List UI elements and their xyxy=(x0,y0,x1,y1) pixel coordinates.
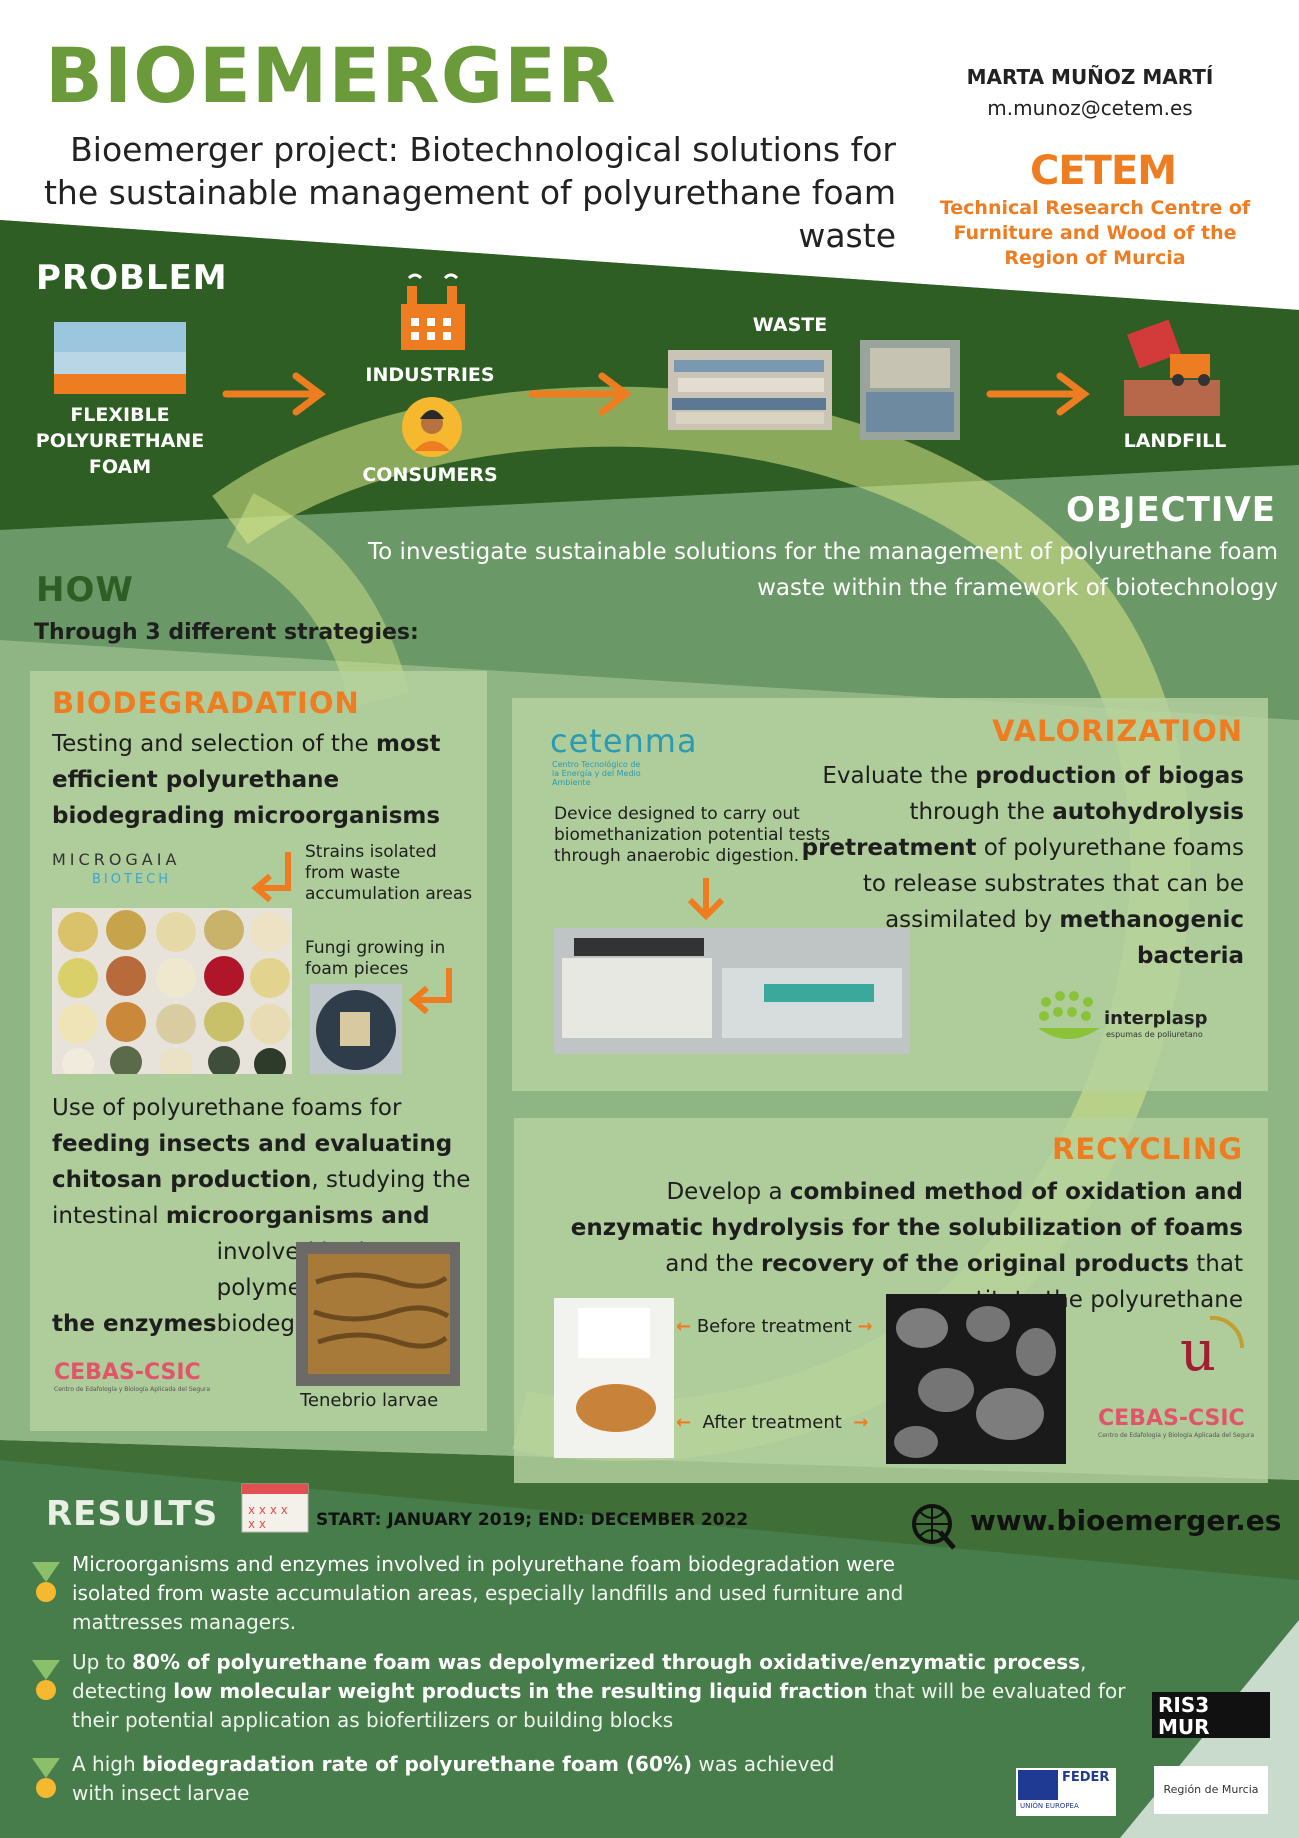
factory-icon xyxy=(401,273,465,350)
valorization-heading: VALORIZATION xyxy=(992,714,1243,748)
results-heading: RESULTS xyxy=(46,1494,219,1534)
svg-text:x x: x x xyxy=(248,1517,266,1531)
tenebrio-larvae-photo xyxy=(296,1242,460,1386)
fungi-caption: Fungi growing in foam pieces xyxy=(305,938,446,979)
cebas-csic-sub-2: Centro de Edafología y Biología Aplicada… xyxy=(1098,1432,1255,1439)
medal-icon xyxy=(32,1562,60,1602)
arrow-down-icon xyxy=(687,878,725,921)
university-logo-icon: u xyxy=(1180,1315,1245,1382)
after-treatment-label: ← After treatment → xyxy=(676,1412,869,1433)
tenebrio-caption: Tenebrio larvae xyxy=(300,1390,439,1411)
valorization-text: Evaluate the production of biogas throug… xyxy=(801,763,1244,969)
biodegradation-text-1: Testing and selection of the most effici… xyxy=(52,731,441,829)
biodegradation-heading: BIODEGRADATION xyxy=(52,686,360,720)
cetem-logo: CETEM xyxy=(1030,148,1177,194)
petri-dishes-photo xyxy=(52,908,292,1074)
cetenma-logo: cetenma xyxy=(550,722,698,760)
waste-photo-2 xyxy=(860,340,960,440)
medal-icon xyxy=(32,1758,60,1798)
device-caption: Device designed to carry out biomethaniz… xyxy=(554,804,831,866)
strains-caption: Strains isolated from waste accumulation… xyxy=(305,842,473,904)
before-treatment-label: ← Before treatment → xyxy=(676,1316,873,1337)
landfill-label: LANDFILL xyxy=(1123,430,1227,452)
waste-label: WASTE xyxy=(752,314,828,336)
microgaia-logo: MICROGAIA xyxy=(52,850,181,869)
arrow-down-left-icon xyxy=(251,852,291,902)
how-subheading: Through 3 different strategies: xyxy=(34,620,419,645)
bioemerger-logo: BIOEMERGER xyxy=(45,31,617,120)
svg-text:u: u xyxy=(1180,1319,1216,1382)
cebas-csic-logo-2: CEBAS-CSIC xyxy=(1098,1406,1245,1431)
interplasp-sub: espumas de poliuretano xyxy=(1106,1030,1203,1039)
result-2: Up to 80% of polyurethane foam was depol… xyxy=(72,1650,1126,1732)
arrow-icon xyxy=(528,372,632,416)
problem-heading: PROBLEM xyxy=(36,258,228,298)
interplasp-logo: interplasp xyxy=(1104,1008,1208,1029)
biomethanization-device-photo xyxy=(554,928,910,1054)
author-block: MARTA MUÑOZ MARTÍ m.munoz@cetem.es xyxy=(960,62,1220,124)
website-link[interactable]: www.bioemerger.es xyxy=(970,1504,1282,1537)
result-3: A high biodegradation rate of polyuretha… xyxy=(72,1752,835,1805)
globe-icon xyxy=(912,1504,956,1550)
objective-text: To investigate sustainable solutions for… xyxy=(368,539,1278,601)
feder-logo: FEDER UNIÓN EUROPEA xyxy=(1016,1768,1116,1816)
foam-microscopy-photo xyxy=(886,1294,1066,1464)
poster-title: Bioemerger project: Biotechnological sol… xyxy=(43,130,896,255)
calendar-icon: x x x x x x xyxy=(241,1483,309,1533)
author-name: MARTA MUÑOZ MARTÍ xyxy=(966,65,1214,89)
ris3-mur-logo: RIS3 MUR xyxy=(1152,1692,1270,1738)
consumer-icon xyxy=(402,397,462,457)
recycling-text: Develop a combined method of oxidation a… xyxy=(570,1179,1243,1313)
how-heading: HOW xyxy=(36,570,134,610)
foam-label: FLEXIBLE POLYURETHANE FOAM xyxy=(35,404,205,478)
fungi-photo xyxy=(310,984,402,1074)
author-email[interactable]: m.munoz@cetem.es xyxy=(987,96,1193,120)
svg-text:x x x x: x x x x xyxy=(248,1503,288,1517)
foam-sample-photo xyxy=(554,1298,674,1458)
cebas-csic-logo: CEBAS-CSIC xyxy=(54,1360,201,1385)
cetenma-sub: Centro Tecnológico de la Energía y del M… xyxy=(552,760,641,787)
project-dates: START: JANUARY 2019; END: DECEMBER 2022 xyxy=(316,1510,749,1530)
medal-icon xyxy=(32,1660,60,1700)
cebas-csic-sub: Centro de Edafología y Biología Aplicada… xyxy=(54,1386,211,1393)
arrow-down-left-icon xyxy=(408,968,452,1014)
consumers-label: CONSUMERS xyxy=(362,464,498,486)
landfill-icon xyxy=(1124,320,1220,416)
result-1: Microorganisms and enzymes involved in p… xyxy=(72,1552,904,1634)
microgaia-sub: BIOTECH xyxy=(92,872,171,887)
foam-image xyxy=(54,322,186,394)
interplasp-dots-icon xyxy=(1038,991,1100,1039)
waste-photo-1 xyxy=(668,350,832,430)
objective-heading: OBJECTIVE xyxy=(1065,490,1276,530)
region-murcia-logo: Región de Murcia xyxy=(1154,1766,1268,1814)
cetem-name: Technical Research Centre of Furniture a… xyxy=(939,197,1251,269)
arrow-icon xyxy=(222,372,326,416)
recycling-heading: RECYCLING xyxy=(1051,1132,1243,1166)
industries-label: INDUSTRIES xyxy=(365,364,495,386)
arrow-icon xyxy=(986,372,1090,416)
